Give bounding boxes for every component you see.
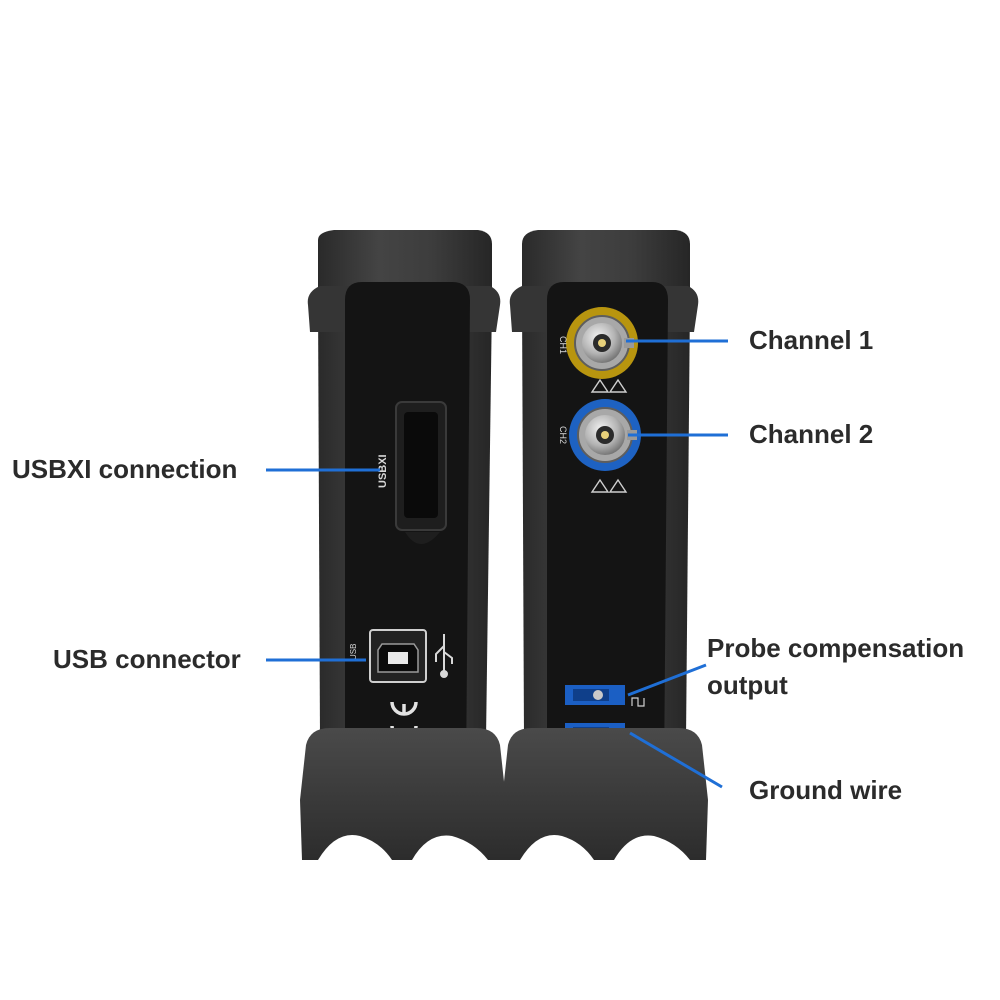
leader-probe-comp [627, 663, 707, 697]
usbxi-port [395, 401, 447, 544]
ch1-label: CH1 [558, 336, 568, 354]
callout-probe-compensation: Probe compensation output [707, 630, 964, 704]
ch2-warning-icon [590, 478, 628, 493]
callout-ground-wire: Ground wire [749, 775, 903, 805]
square-wave-icon [631, 697, 645, 707]
callout-usb-connector: USB connector [53, 644, 241, 674]
usb-trident-icon [435, 634, 453, 678]
leader-lines [266, 339, 728, 789]
usb-b-port [369, 629, 427, 683]
usb-port-label: USB [349, 644, 358, 660]
callout-channel-2: Channel 2 [749, 419, 874, 449]
callout-probe-compensation-line1: Probe compensation [707, 633, 965, 663]
callout-channel-1: Channel 1 [749, 325, 874, 355]
callout-usbxi-connection: USBXI connection [12, 454, 238, 484]
leader-ground [629, 731, 723, 789]
ch1-warning-icon [590, 378, 628, 393]
ch2-bnc-connector [569, 399, 641, 471]
callout-probe-compensation-line2: output [707, 670, 788, 700]
right-device-front-view: CH1 CH2 [502, 230, 708, 860]
probe-compensation-terminal [565, 685, 625, 705]
ch2-label: CH2 [558, 426, 568, 444]
left-device-rear-view: USBXI USB [300, 230, 506, 860]
ch1-bnc-connector [566, 307, 638, 379]
usbxi-port-label: USBXI [377, 454, 389, 488]
